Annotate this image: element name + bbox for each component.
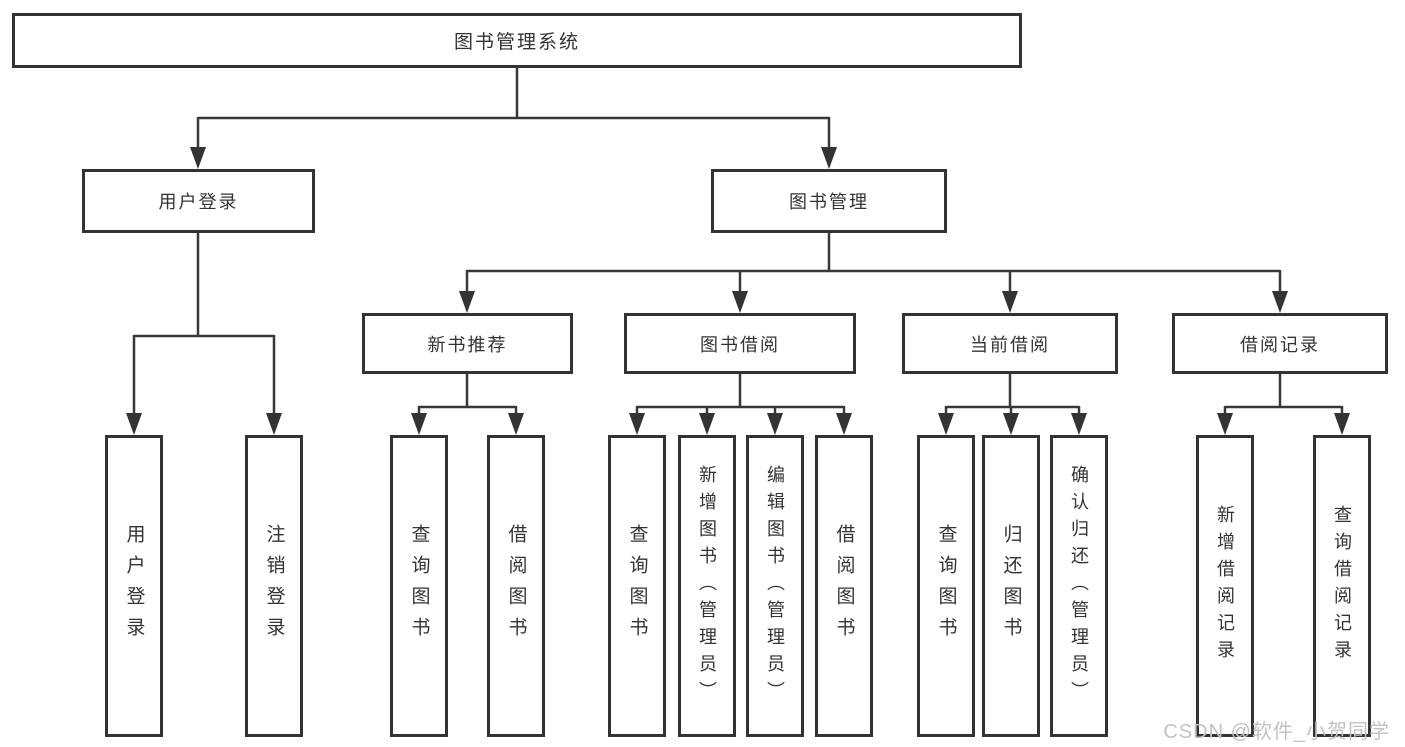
connector-new-book-recommend-to-leaves [411,374,524,435]
node-book-management: 图书管理 [711,169,947,233]
leaf-borrow-books: 借阅图书 [815,435,873,737]
leaf-confirm-return-admin: 确认归还（管理员） [1050,435,1108,737]
leaf-borrow-books-recommend: 借阅图书 [487,435,545,737]
connector-book-management-to-level3 [459,233,1288,313]
csdn-watermark: CSDN @软件_小贺同学 [1163,721,1390,743]
node-library-management-system: 图书管理系统 [12,13,1022,68]
connector-current-borrow-to-leaves [938,374,1087,435]
leaf-query-books-recommend: 查询图书 [390,435,448,737]
node-borrow-records: 借阅记录 [1172,313,1388,374]
connector-book-borrow-to-leaves [629,374,852,435]
node-user-login: 用户登录 [82,169,315,233]
leaf-query-books-current: 查询图书 [917,435,975,737]
leaf-edit-book-admin: 编辑图书（管理员） [746,435,804,737]
node-new-book-recommend: 新书推荐 [362,313,573,374]
leaf-add-borrow-record: 新增借阅记录 [1196,435,1254,737]
leaf-logout: 注销登录 [245,435,303,737]
connector-borrow-records-to-leaves [1217,374,1350,435]
leaf-query-borrow-record: 查询借阅记录 [1313,435,1371,737]
node-current-borrow: 当前借阅 [902,313,1118,374]
node-book-borrow: 图书借阅 [624,313,856,374]
leaf-query-books-borrow: 查询图书 [608,435,666,737]
connector-root-to-level2 [190,68,837,169]
leaf-user-login: 用户登录 [105,435,163,737]
leaf-add-book-admin: 新增图书（管理员） [678,435,736,737]
connector-user-login-to-leaves [126,233,282,435]
leaf-return-books: 归还图书 [982,435,1040,737]
